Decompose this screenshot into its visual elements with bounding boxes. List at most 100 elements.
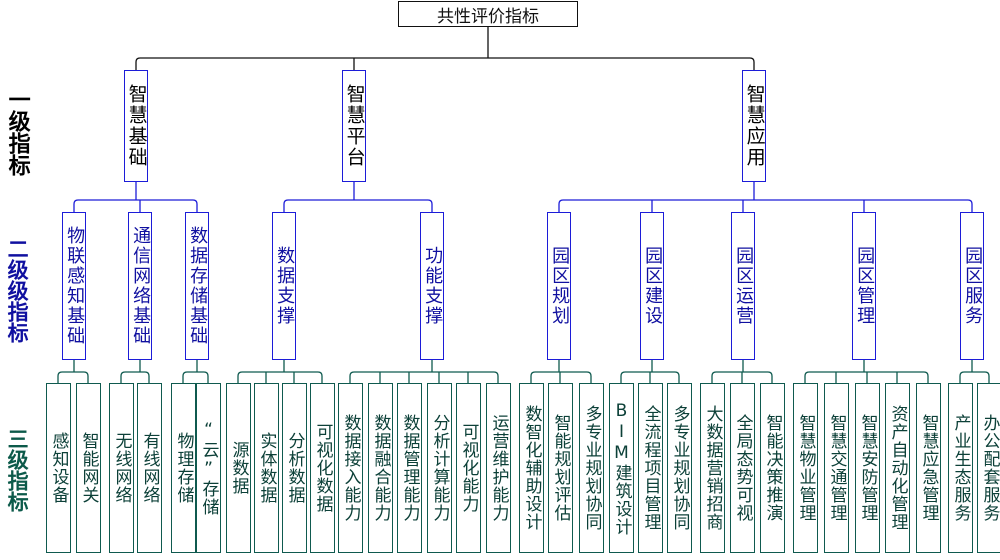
level2-node-text: 数据存储基础 <box>187 226 209 346</box>
level3-node-text: 全局态势可视 <box>732 414 753 522</box>
level3-brace <box>959 371 990 383</box>
level3-node: 数智化辅助设计 <box>518 383 544 553</box>
level3-brace <box>804 371 929 383</box>
level2-node: 园区规划 <box>547 212 571 360</box>
level3-node: 产业生态服务 <box>947 383 973 553</box>
level3-node: 智能网关 <box>75 383 101 553</box>
level3-node-text: 实体数据 <box>256 432 277 504</box>
level3-node: 实体数据 <box>253 383 279 553</box>
level2-node-text: 园区服务 <box>962 246 984 326</box>
level2-node-text: 园区管理 <box>854 246 876 326</box>
level-label-text: 一级指标 <box>4 88 30 176</box>
level2-node: 功能支撑 <box>420 212 444 360</box>
level1-node: 智慧应用 <box>742 70 766 182</box>
level2-node: 园区服务 <box>960 212 984 360</box>
level3-node: 办公配套服务 <box>976 383 1000 553</box>
level3-node-text: 智慧物业管理 <box>795 414 816 522</box>
level2-node-text: 园区运营 <box>733 246 755 326</box>
level3-node: 多专业规划协同 <box>666 383 692 553</box>
level1-node-text: 智慧平台 <box>343 84 366 168</box>
level3-node: 资产自动化管理 <box>884 383 910 553</box>
level3-brace <box>57 371 89 383</box>
level3-node-text: 感知设备 <box>48 432 69 504</box>
level2-node-text: 通信网络基础 <box>130 226 152 346</box>
level3-node: 数据接入能力 <box>337 383 363 553</box>
level3-node: 多专业规划协同 <box>578 383 604 553</box>
level2-node: 数据存储基础 <box>185 212 209 360</box>
level3-brace <box>120 371 150 383</box>
level1-node-text: 智慧应用 <box>743 84 766 168</box>
level2-node-text: 功能支撑 <box>422 246 444 326</box>
level3-node-text: 可视化数据 <box>312 423 333 513</box>
level3-brace <box>349 371 499 383</box>
level3-node-text: 智能网关 <box>78 432 99 504</box>
level3-node-text: 数据接入能力 <box>340 414 361 522</box>
level3-node-text: 智慧交通管理 <box>826 414 847 522</box>
level3-node: 数据管理能力 <box>396 383 422 553</box>
level3-node: 可视化数据 <box>309 383 335 553</box>
level-label: 一级指标 <box>0 88 34 176</box>
level2-node-text: 物联感知基础 <box>64 226 86 346</box>
level-label-text: 二级级指标 <box>5 238 30 343</box>
level2-node-text: 数据支撑 <box>274 246 296 326</box>
level3-node: 全局态势可视 <box>729 383 755 553</box>
level3-node: 全流程项目管理 <box>637 383 663 553</box>
level3-node: 物理存储 <box>170 383 196 553</box>
level3-node: 有线网络 <box>136 383 162 553</box>
level3-node-text: 智能规划评估 <box>550 414 571 522</box>
level3-node: 数据融合能力 <box>367 383 393 553</box>
level3-node: “云”存储 <box>195 383 221 553</box>
level3-node-text: 智能决策推演 <box>762 414 783 522</box>
level2-node-text: 园区建设 <box>642 246 664 326</box>
level-label: 二级级指标 <box>0 238 34 343</box>
level3-node: 智慧交通管理 <box>823 383 849 553</box>
level3-node-text: 办公配套服务 <box>979 414 1000 522</box>
level2-brace <box>283 199 433 212</box>
level3-node-text: 运营维护能力 <box>488 414 509 522</box>
level3-brace <box>711 371 773 383</box>
level3-brace <box>237 371 323 383</box>
level3-node: 智能规划评估 <box>547 383 573 553</box>
level3-node-text: 物理存储 <box>173 432 194 504</box>
level2-node: 园区管理 <box>852 212 876 360</box>
level1-node: 智慧基础 <box>124 70 148 182</box>
level3-node: 智慧安防管理 <box>854 383 880 553</box>
level2-node: 通信网络基础 <box>128 212 152 360</box>
level3-node-text: 无线网络 <box>111 432 132 504</box>
level3-node: 可视化能力 <box>455 383 481 553</box>
level3-brace <box>182 371 209 383</box>
level3-brace <box>620 371 680 383</box>
level3-node-text: 分析数据 <box>284 432 305 504</box>
level3-node: 智慧物业管理 <box>792 383 818 553</box>
level3-node-text: 可视化能力 <box>458 423 479 513</box>
level3-node: 大数据营销招商 <box>699 383 725 553</box>
level-label-text: 三级指标 <box>5 428 30 512</box>
level3-node-text: 数据管理能力 <box>399 414 420 522</box>
level3-node: 感知设备 <box>45 383 71 553</box>
level3-node-text: 智慧安防管理 <box>857 414 878 522</box>
level2-node-text: 园区规划 <box>549 246 571 326</box>
level3-node-text: 源数据 <box>228 441 249 495</box>
level3-node-text: 产业生态服务 <box>950 414 971 522</box>
level3-node-text: “云”存储 <box>198 420 219 516</box>
root-brace <box>135 57 755 70</box>
level2-node: 园区建设 <box>640 212 664 360</box>
level-label: 三级指标 <box>0 428 34 512</box>
level2-brace <box>558 199 973 212</box>
level3-node-text: 有线网络 <box>139 432 160 504</box>
level3-node-text: BIM建筑设计 <box>611 400 632 536</box>
level2-node: 数据支撑 <box>272 212 296 360</box>
level3-node: 无线网络 <box>108 383 134 553</box>
level3-node-text: 智慧应急管理 <box>918 414 939 522</box>
level1-node: 智慧平台 <box>342 70 366 182</box>
level3-node-text: 多专业规划协同 <box>581 405 602 531</box>
level3-brace <box>530 371 592 383</box>
level3-node: 智能决策推演 <box>759 383 785 553</box>
level1-node-text: 智慧基础 <box>125 84 148 168</box>
level3-node: 分析数据 <box>281 383 307 553</box>
level3-node-text: 大数据营销招商 <box>702 405 723 531</box>
level3-node-text: 全流程项目管理 <box>640 405 661 531</box>
level2-brace <box>73 199 198 212</box>
level3-node: 智慧应急管理 <box>915 383 941 553</box>
